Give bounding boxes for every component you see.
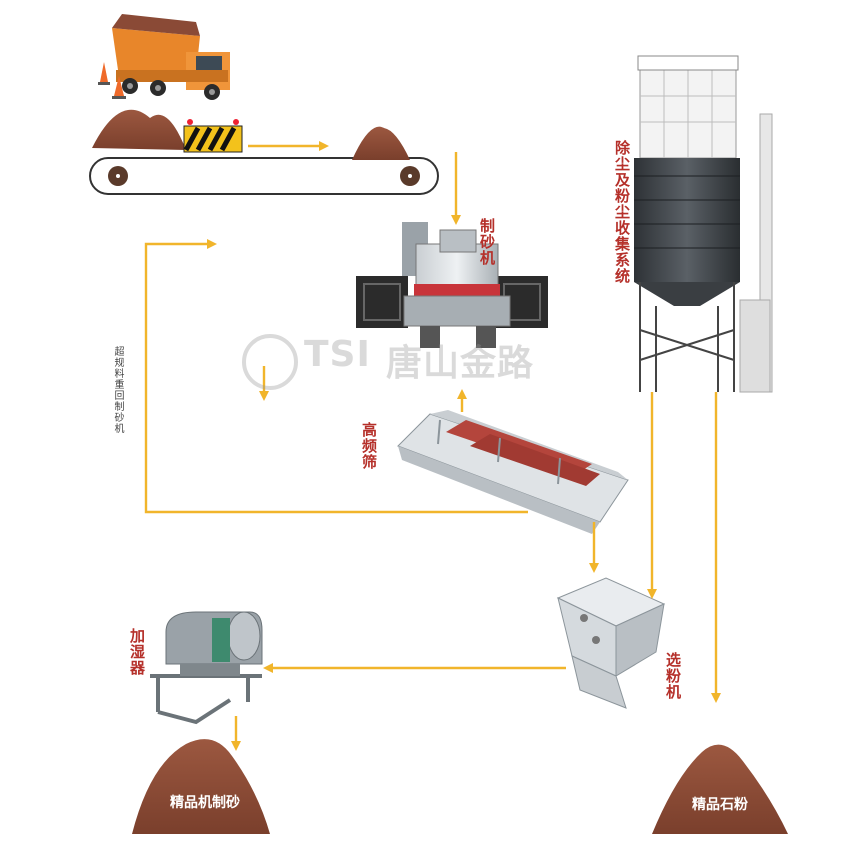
barrier-sign-icon (183, 119, 243, 153)
flow-arrows (144, 141, 721, 751)
label-separator: 选粉机 (664, 652, 682, 700)
label-screen: 高频筛 (360, 422, 378, 470)
traffic-cone-icon (98, 62, 126, 99)
label-product-powder: 精品石粉 (692, 797, 748, 813)
powder-separator-icon (556, 577, 666, 709)
belt-conveyor-icon (89, 157, 439, 195)
dust-collector-tower-icon (634, 55, 773, 393)
sand-making-machine-icon (356, 222, 548, 348)
high-frequency-screen-icon (397, 410, 629, 534)
humidifier-icon (150, 611, 263, 725)
raw-material-pile-icon (92, 109, 186, 150)
arrow-oversize-return (144, 239, 528, 514)
conveyed-material-pile-icon (352, 126, 410, 160)
watermark-logo-text: TSI (304, 334, 371, 375)
label-dust-collector: 除尘及粉尘收集系统 (613, 140, 631, 284)
label-sand-maker: 制砂机 (478, 218, 496, 266)
label-humidifier: 加湿器 (128, 628, 146, 676)
label-return-note: 超规料重回制砂机 (112, 346, 123, 434)
label-product-sand: 精品机制砂 (170, 795, 240, 811)
machine-made-sand-pile-icon (132, 739, 270, 834)
dump-truck-icon (112, 14, 230, 100)
stone-powder-pile-icon (652, 744, 788, 834)
watermark-logo-icon (242, 334, 298, 390)
watermark-brand: 唐山金路 (386, 343, 535, 384)
